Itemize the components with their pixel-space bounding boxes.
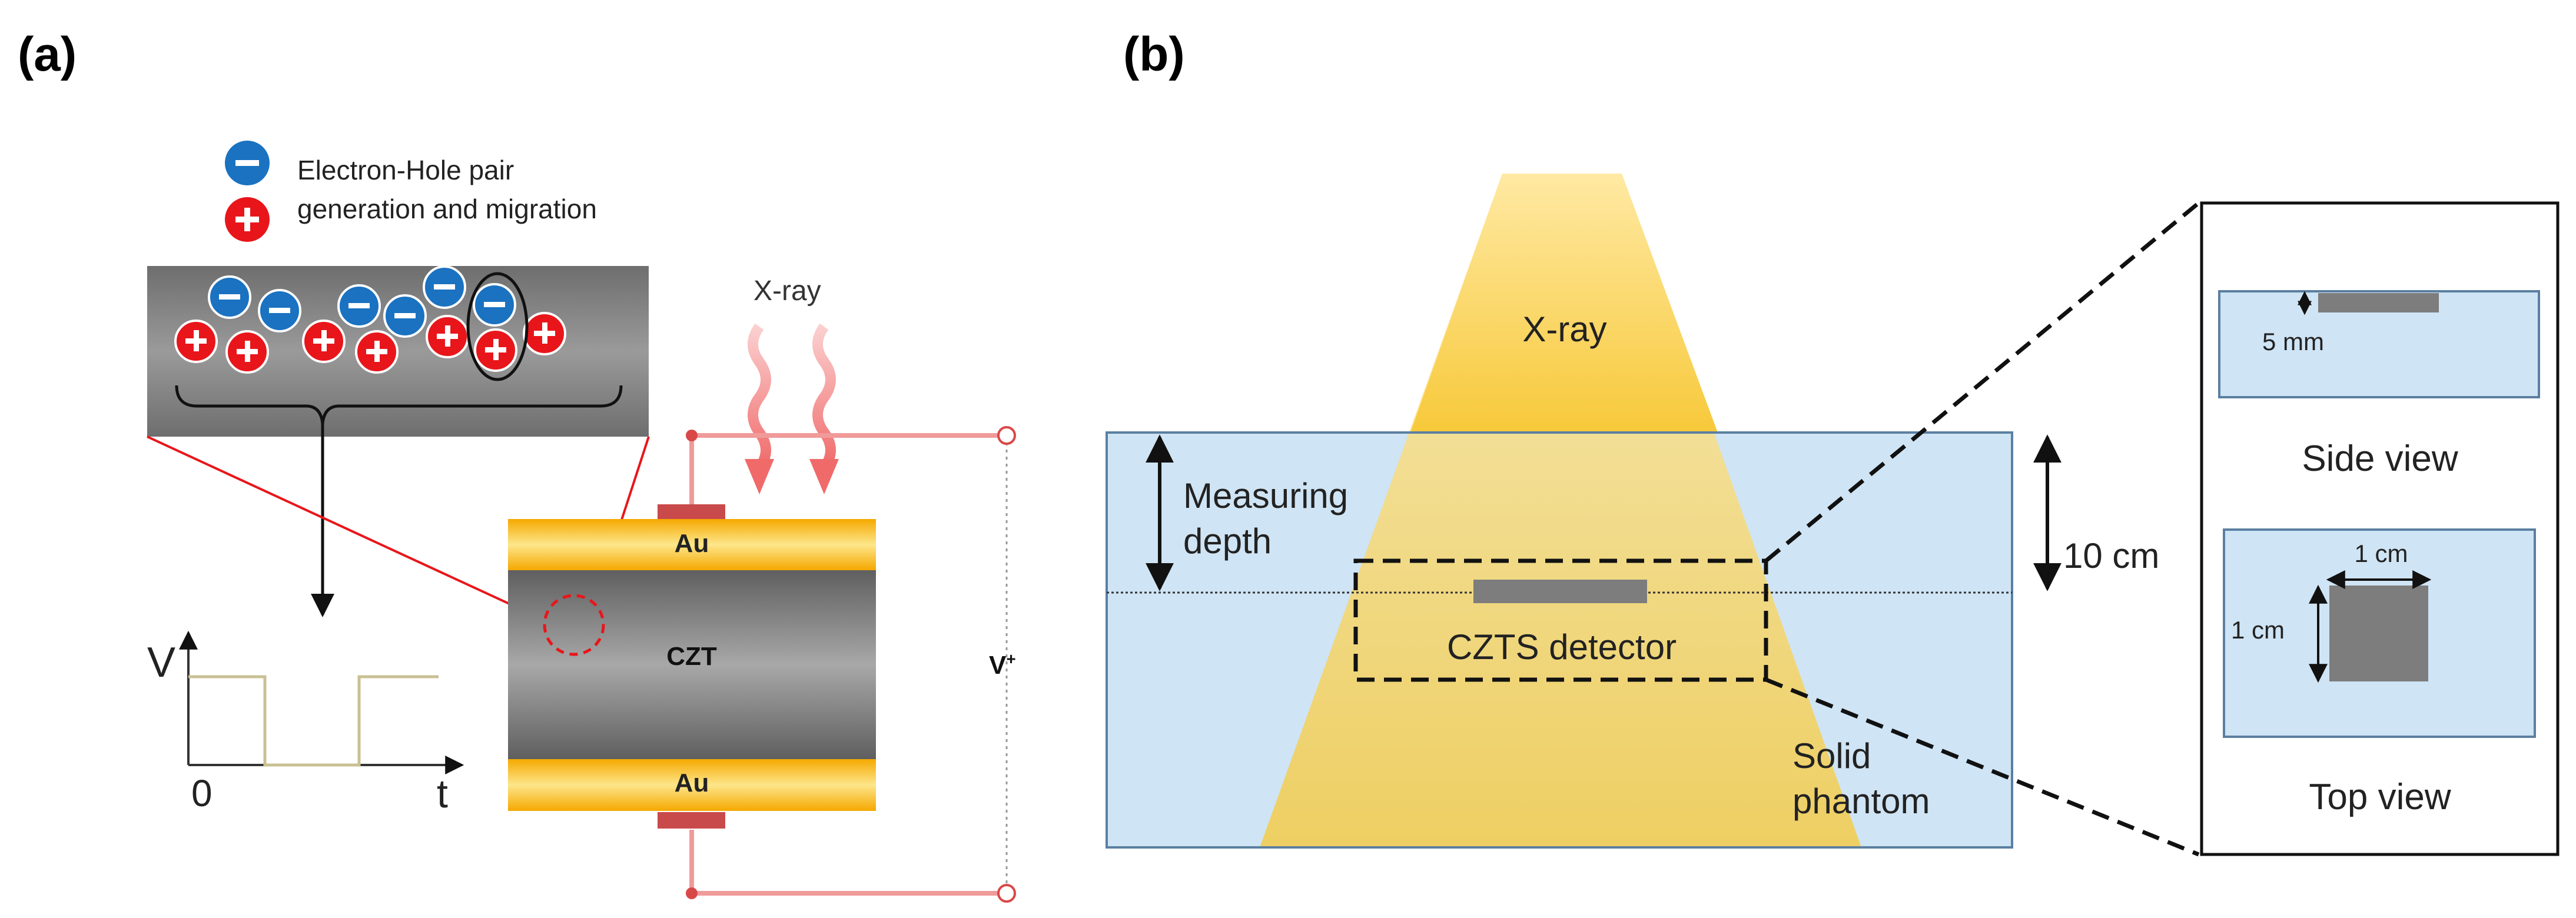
- electron-icon: [423, 265, 466, 309]
- detector-zoom-box: [1353, 558, 1768, 682]
- czts-detector-bar: [1473, 580, 1647, 603]
- graph-origin-label: 0: [191, 772, 213, 814]
- panel-a-label: (a): [18, 28, 77, 81]
- height-label: 1 cm: [2231, 616, 2285, 644]
- measuring-depth-line1: Measuring: [1183, 476, 1348, 515]
- voltage-label: V+: [989, 650, 1016, 680]
- legend-electron-icon: [225, 141, 270, 185]
- side-view-label: Side view: [2302, 438, 2458, 479]
- width-label: 1 cm: [2354, 540, 2408, 567]
- legend-text-line2: generation and migration: [297, 194, 597, 224]
- graph-y-label: V: [147, 639, 175, 686]
- hole-icon: [174, 320, 218, 363]
- hole-icon: [523, 312, 566, 355]
- top-view-label: Top view: [2309, 777, 2451, 817]
- terminal-bottom: [997, 884, 1016, 903]
- top-contact: [658, 504, 725, 521]
- zoom-line-left: [147, 435, 556, 626]
- pulse-waveform: [188, 675, 439, 767]
- inset-connector-bottom: [1765, 677, 2200, 857]
- top-view-detector: [2329, 586, 2428, 681]
- xray-label-b: X-ray: [1522, 310, 1606, 349]
- measuring-depth-line2: depth: [1183, 521, 1272, 561]
- xray-wave-arrow: [745, 323, 774, 494]
- xray-label-a: X-ray: [753, 275, 821, 307]
- electron-icon: [383, 294, 427, 338]
- legend-hole-icon: [225, 197, 270, 242]
- electron-icon: [473, 283, 516, 327]
- gap-label: 5 mm: [2262, 328, 2324, 355]
- inset-connector-top: [1764, 201, 2200, 563]
- wire-node: [686, 887, 698, 899]
- hole-icon: [302, 320, 346, 363]
- terminal-top: [997, 426, 1016, 445]
- detector-label: CZTS detector: [1447, 627, 1677, 667]
- pair-highlight-ellipse: [466, 272, 529, 381]
- zoom-circle-overlay: [543, 594, 605, 656]
- bottom-contact: [658, 812, 725, 829]
- hole-icon: [225, 330, 269, 374]
- signal-graph: [179, 630, 464, 774]
- bottom-electrode: [508, 759, 876, 811]
- electron-icon: [337, 284, 381, 328]
- hole-icon: [355, 330, 399, 374]
- bottom-electrode-label: Au: [675, 769, 709, 797]
- czt-label: CZT: [666, 642, 717, 671]
- phantom-label-line2: phantom: [1792, 781, 1930, 821]
- electron-icon: [258, 289, 301, 332]
- thickness-label: 10 cm: [2063, 536, 2159, 576]
- charge-particles: [174, 265, 566, 374]
- electron-icon: [208, 275, 251, 319]
- phantom-outline: [1106, 431, 2013, 849]
- czt-crystal: [508, 570, 876, 759]
- phantom-label-line1: Solid: [1792, 736, 1871, 776]
- panel-b-label: (b): [1123, 28, 1185, 81]
- hole-icon: [474, 328, 517, 372]
- top-electrode: [508, 519, 876, 570]
- xray-wave-arrow: [809, 323, 839, 494]
- xray-beam-top: [1410, 174, 1718, 433]
- graph-x-label: t: [437, 771, 448, 816]
- side-view-detector: [2318, 293, 2439, 312]
- legend-text-line1: Electron-Hole pair: [297, 155, 514, 185]
- wire-node: [686, 430, 698, 441]
- top-electrode-label: Au: [675, 529, 709, 558]
- hole-icon: [426, 315, 469, 358]
